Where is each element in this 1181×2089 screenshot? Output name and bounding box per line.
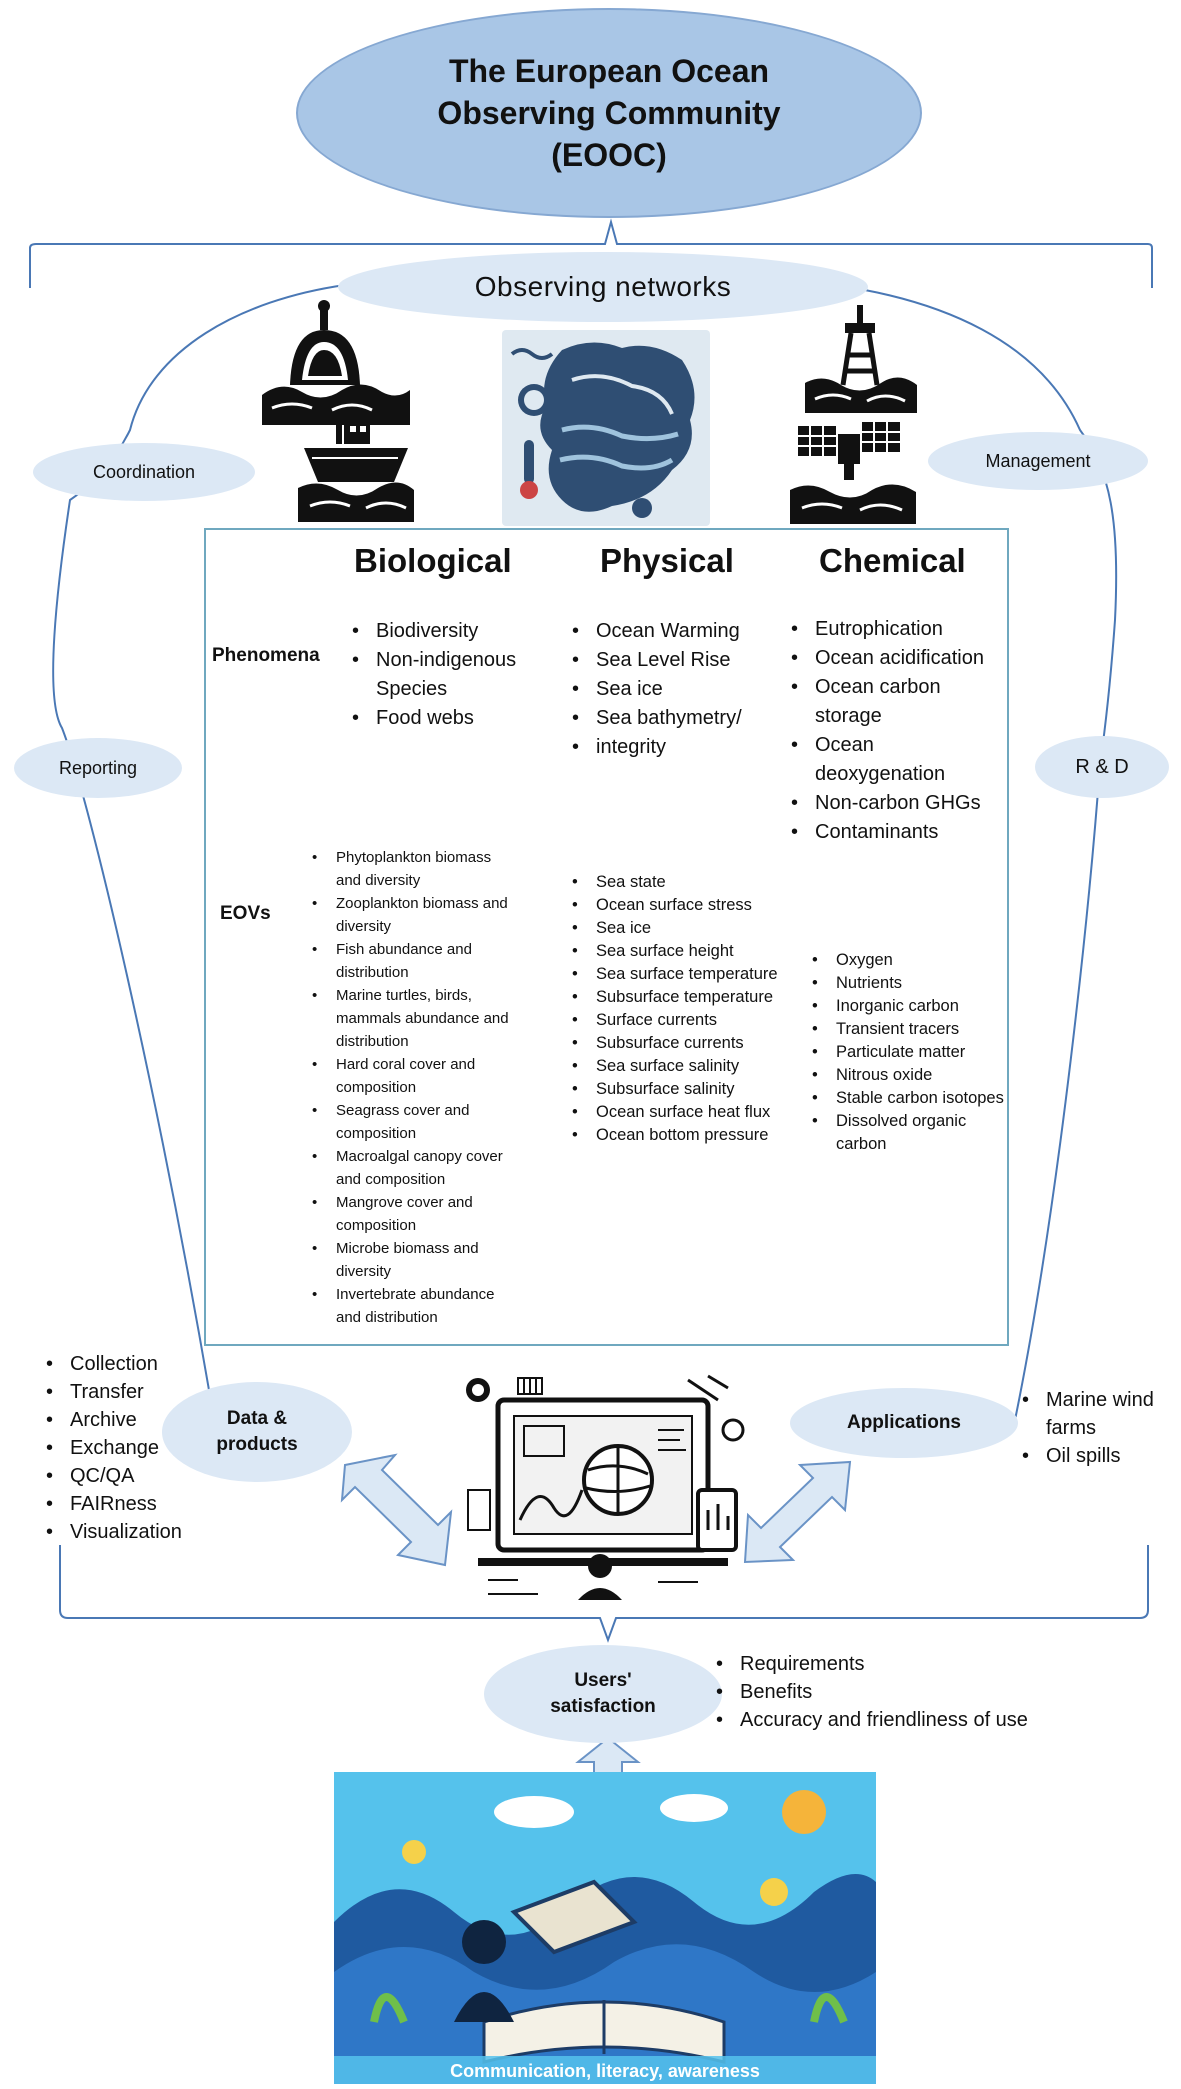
list-item: Surface currents	[566, 1009, 784, 1032]
list-item: Sea Level Rise	[566, 646, 776, 675]
management-node: Management	[928, 432, 1148, 490]
column-header-biological: Biological	[354, 542, 512, 579]
reporting-node: Reporting	[14, 738, 182, 798]
list-item: Transfer	[40, 1378, 240, 1406]
column-header-chemical: Chemical	[819, 542, 966, 579]
list-item: Contaminants	[785, 818, 1007, 847]
applications-node: Applications	[790, 1388, 1018, 1458]
list-item: Sea state	[566, 871, 784, 894]
list-item: Ocean bottom pressure	[566, 1124, 784, 1147]
list-item: Inorganic carbon	[806, 995, 1006, 1018]
list-item: Requirements	[710, 1650, 1090, 1678]
ship-icon	[298, 414, 414, 522]
list-item: Seagrass cover and composition	[306, 1099, 518, 1145]
buoy-icon	[262, 300, 410, 425]
list-item: integrity	[566, 733, 776, 762]
list-item: Ocean Warming	[566, 617, 776, 646]
list-item: Phytoplankton biomass and diversity	[306, 846, 518, 892]
list-item: Exchange	[40, 1434, 240, 1462]
list-item: Ocean surface heat flux	[566, 1101, 784, 1124]
satellite-icon	[790, 422, 916, 524]
row-header-eovs: EOVs	[220, 903, 271, 924]
list-item: Marine wind farms	[1016, 1386, 1181, 1442]
ocean-platform-icon	[805, 305, 917, 413]
users-satisfaction-node: Users' satisfaction	[484, 1645, 722, 1743]
list-item: Transient tracers	[806, 1018, 1006, 1041]
list-item: Marine turtles, birds, mammals abundance…	[306, 984, 518, 1053]
list-item: Biodiversity	[346, 617, 556, 646]
list-item: Microbe biomass and diversity	[306, 1237, 518, 1283]
list-item: Visualization	[40, 1518, 240, 1546]
list-item: Sea surface height	[566, 940, 784, 963]
data-products-list: Collection Transfer Archive Exchange QC/…	[40, 1350, 240, 1546]
eovs-physical-list: Sea state Ocean surface stress Sea ice S…	[566, 871, 784, 1147]
phenomena-chemical-list: Eutrophication Ocean acidification Ocean…	[785, 615, 1007, 847]
list-item: Collection	[40, 1350, 240, 1378]
applications-list: Marine wind farms Oil spills	[1016, 1386, 1181, 1470]
list-item: Invertebrate abundance and distribution	[306, 1283, 518, 1329]
communication-illustration-icon	[334, 1790, 876, 2084]
list-item: FAIRness	[40, 1490, 240, 1518]
phenomena-biological-list: Biodiversity Non-indigenous Species Food…	[346, 617, 556, 733]
list-item: Subsurface currents	[566, 1032, 784, 1055]
phenomena-physical-list: Ocean Warming Sea Level Rise Sea ice Sea…	[566, 617, 776, 762]
list-item: Sea bathymetry/	[566, 704, 776, 733]
title-ellipse: The European Ocean Observing Community (…	[296, 8, 922, 218]
list-item: Sea surface temperature	[566, 963, 784, 986]
list-item: Ocean surface stress	[566, 894, 784, 917]
data-products-node: Data & products	[162, 1382, 352, 1482]
list-item: Mangrove cover and composition	[306, 1191, 518, 1237]
rnd-node: R & D	[1035, 736, 1169, 798]
list-item: Zooplankton biomass and diversity	[306, 892, 518, 938]
communication-banner: Communication, literacy, awareness	[334, 1772, 876, 2084]
list-item: Subsurface salinity	[566, 1078, 784, 1101]
double-arrow-right	[743, 1460, 852, 1564]
list-item: Ocean deoxygenation	[785, 731, 1007, 789]
list-item: QC/QA	[40, 1462, 240, 1490]
list-item: Subsurface temperature	[566, 986, 784, 1009]
list-item: Eutrophication	[785, 615, 1007, 644]
list-item: Fish abundance and distribution	[306, 938, 518, 984]
list-item: Non-indigenous Species	[346, 646, 556, 704]
list-item: Accuracy and friendliness of use	[710, 1706, 1090, 1734]
list-item: Oil spills	[1016, 1442, 1181, 1470]
column-header-physical: Physical	[600, 542, 734, 579]
list-item: Nutrients	[806, 972, 1006, 995]
diagram-title: The European Ocean Observing Community (…	[437, 53, 781, 173]
eovs-biological-list: Phytoplankton biomass and diversity Zoop…	[306, 846, 518, 1329]
list-item: Sea surface salinity	[566, 1055, 784, 1078]
list-item: Ocean acidification	[785, 644, 1007, 673]
list-item: Particulate matter	[806, 1041, 1006, 1064]
double-arrow-left	[340, 1453, 453, 1567]
list-item: Ocean carbon storage	[785, 673, 1007, 731]
bottom-caption: Communication, literacy, awareness	[450, 2061, 760, 2081]
list-item: Archive	[40, 1406, 240, 1434]
eovs-chemical-list: Oxygen Nutrients Inorganic carbon Transi…	[806, 949, 1006, 1156]
list-item: Sea ice	[566, 675, 776, 704]
list-item: Benefits	[710, 1678, 1090, 1706]
list-item: Food webs	[346, 704, 556, 733]
list-item: Non-carbon GHGs	[785, 789, 1007, 818]
list-item: Dissolved organic carbon	[806, 1110, 1006, 1156]
coordination-node: Coordination	[33, 443, 255, 501]
list-item: Nitrous oxide	[806, 1064, 1006, 1087]
list-item: Stable carbon isotopes	[806, 1087, 1006, 1110]
users-list: Requirements Benefits Accuracy and frien…	[710, 1650, 1090, 1734]
list-item: Oxygen	[806, 949, 1006, 972]
data-processing-illustration-icon	[466, 1374, 745, 1600]
list-item: Macroalgal canopy cover and composition	[306, 1145, 518, 1191]
europe-ocean-map-icon	[502, 330, 710, 526]
list-item: Hard coral cover and composition	[306, 1053, 518, 1099]
observing-networks-node: Observing networks	[338, 252, 868, 322]
row-header-phenomena: Phenomena	[212, 645, 320, 666]
list-item: Sea ice	[566, 917, 784, 940]
